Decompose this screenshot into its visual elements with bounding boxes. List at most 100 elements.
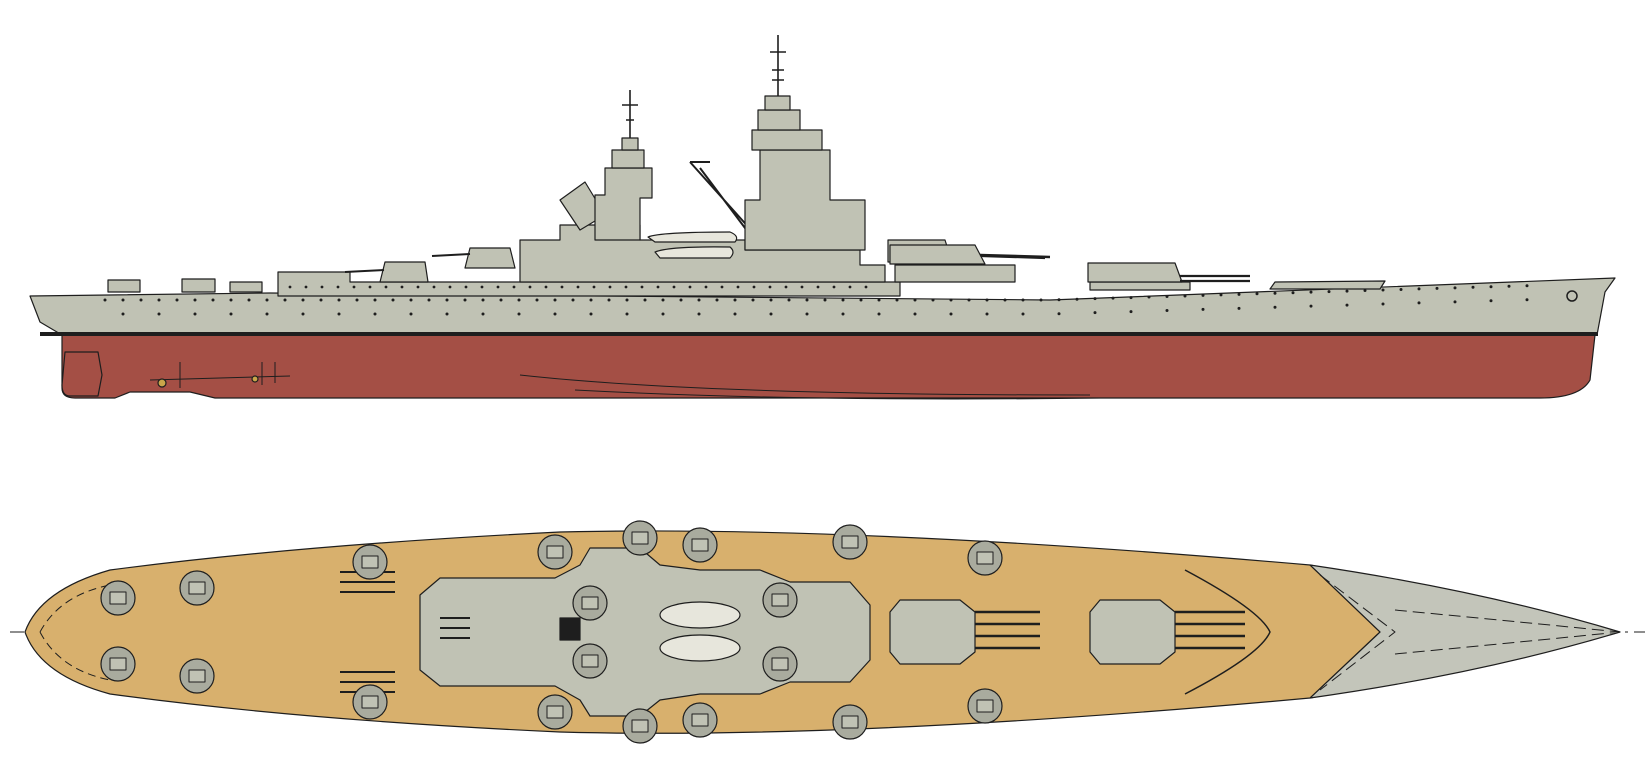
aft-aa-mount-1 xyxy=(107,279,141,293)
aft-tower xyxy=(594,167,653,241)
porthole xyxy=(304,285,308,289)
porthole xyxy=(1129,310,1133,314)
forward-tower-top xyxy=(757,109,801,131)
porthole xyxy=(265,298,269,302)
porthole xyxy=(640,285,644,289)
porthole xyxy=(512,285,516,289)
porthole xyxy=(985,312,989,316)
bow-chain-line xyxy=(1319,574,1396,691)
porthole xyxy=(337,298,341,302)
porthole xyxy=(1525,284,1529,288)
porthole xyxy=(672,285,676,289)
porthole xyxy=(499,298,503,302)
porthole xyxy=(589,312,593,316)
porthole xyxy=(733,312,737,316)
rudder xyxy=(61,351,103,397)
porthole xyxy=(1525,298,1529,302)
porthole xyxy=(1057,312,1061,316)
porthole xyxy=(913,298,917,302)
porthole xyxy=(1363,289,1367,293)
porthole xyxy=(1255,292,1259,296)
forward-mast xyxy=(770,35,786,96)
porthole xyxy=(463,298,467,302)
porthole xyxy=(121,298,125,302)
porthole xyxy=(1093,311,1097,315)
porthole xyxy=(337,312,341,316)
aft-secondary-barrel xyxy=(344,269,385,273)
porthole xyxy=(895,298,899,302)
porthole xyxy=(175,298,179,302)
porthole xyxy=(157,298,161,302)
aa-mount-gun xyxy=(691,713,709,727)
bow-break-line xyxy=(1309,564,1381,699)
porthole xyxy=(1057,298,1061,302)
porthole xyxy=(816,285,820,289)
secondary-turret-2 xyxy=(464,247,516,269)
porthole xyxy=(913,312,917,316)
porthole xyxy=(553,312,557,316)
breakwater xyxy=(1269,280,1386,290)
porthole xyxy=(400,285,404,289)
portholes xyxy=(103,284,1529,316)
porthole xyxy=(608,285,612,289)
superstructure-plan xyxy=(419,547,871,717)
porthole xyxy=(355,298,359,302)
porthole xyxy=(967,298,971,302)
porthole xyxy=(1435,286,1439,290)
porthole xyxy=(373,312,377,316)
porthole xyxy=(784,285,788,289)
porthole xyxy=(1291,291,1295,295)
profile-view xyxy=(29,35,1616,400)
porthole xyxy=(679,298,683,302)
porthole xyxy=(805,298,809,302)
porthole xyxy=(1147,295,1151,299)
porthole xyxy=(800,285,804,289)
aa-mount-gun xyxy=(976,551,994,565)
aa-mount-gun xyxy=(691,538,709,552)
porthole xyxy=(1381,288,1385,292)
porthole xyxy=(1201,307,1205,311)
porthole xyxy=(697,312,701,316)
porthole xyxy=(752,285,756,289)
aft-secondary-turret xyxy=(379,261,429,283)
porthole xyxy=(409,298,413,302)
stern-dashed xyxy=(39,584,111,681)
porthole xyxy=(733,298,737,302)
porthole xyxy=(560,285,564,289)
porthole xyxy=(589,298,593,302)
porthole xyxy=(715,298,719,302)
main-turret-a-barrels xyxy=(1180,274,1250,283)
porthole xyxy=(553,298,557,302)
porthole xyxy=(432,285,436,289)
porthole xyxy=(1075,297,1079,301)
forward-tower-mid xyxy=(751,129,823,151)
main-turret-a-barrels-plan xyxy=(1175,610,1245,650)
porthole xyxy=(1021,312,1025,316)
porthole xyxy=(1381,302,1385,306)
porthole xyxy=(517,312,521,316)
porthole xyxy=(823,298,827,302)
porthole xyxy=(193,298,197,302)
aa-mount-gun xyxy=(581,654,599,668)
prop-strut xyxy=(179,362,276,388)
aa-mount-gun xyxy=(361,555,379,569)
aa-mounts xyxy=(100,520,1003,744)
porthole xyxy=(544,285,548,289)
main-turret-a xyxy=(1087,262,1183,283)
bilge-keel-2 xyxy=(574,389,1101,400)
porthole xyxy=(1219,293,1223,297)
porthole xyxy=(229,298,233,302)
porthole xyxy=(1021,298,1025,302)
boat-plan-2 xyxy=(659,634,741,662)
porthole xyxy=(931,298,935,302)
porthole xyxy=(373,298,377,302)
porthole xyxy=(211,298,215,302)
aa-mount-gun xyxy=(188,581,206,595)
porthole xyxy=(769,298,773,302)
main-turret-b-barbette xyxy=(894,264,1016,283)
porthole xyxy=(445,298,449,302)
porthole xyxy=(832,285,836,289)
porthole xyxy=(592,285,596,289)
porthole xyxy=(481,298,485,302)
porthole xyxy=(229,312,233,316)
